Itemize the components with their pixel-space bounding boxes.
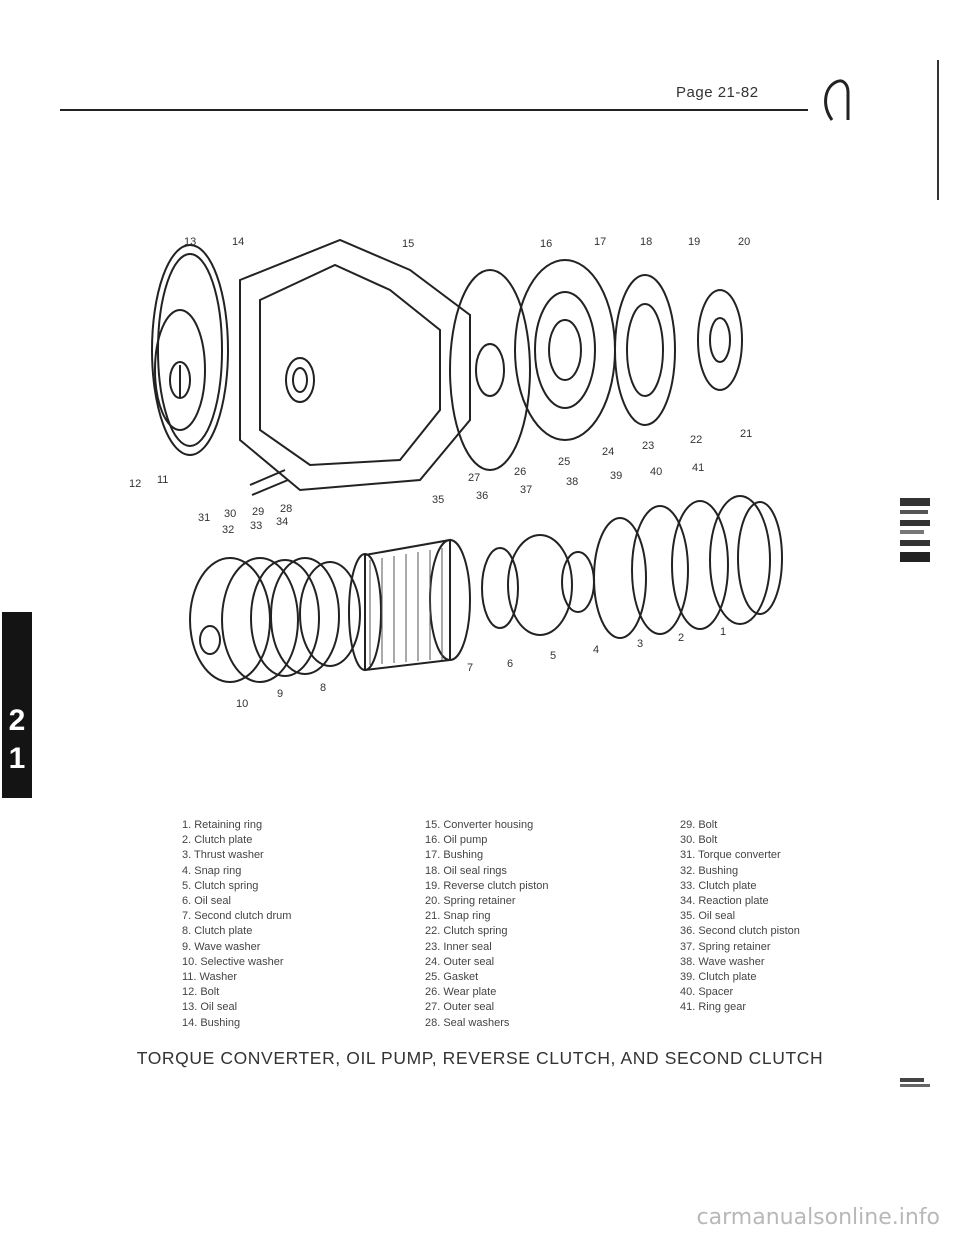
callout-label: 29 — [252, 506, 265, 518]
legend-item: 19. Reverse clutch piston — [425, 879, 549, 892]
callout-label: 38 — [566, 476, 579, 488]
legend-item: 24. Outer seal — [425, 955, 495, 968]
section-tab: 2 1 — [2, 612, 32, 798]
legend-item: 25. Gasket — [425, 971, 479, 984]
legend-item: 17. Bushing — [425, 849, 484, 862]
callout-label: 22 — [690, 434, 703, 446]
callout-label: 37 — [520, 484, 533, 496]
legend-item: 21. Snap ring — [425, 910, 491, 923]
callout-label: 3 — [637, 638, 644, 650]
callout-label: 26 — [514, 466, 527, 478]
legend-item: 3. Thrust washer — [182, 849, 264, 862]
callout-label: 12 — [129, 478, 142, 490]
legend-item: 22. Clutch spring — [425, 925, 508, 938]
legend-item: 16. Oil pump — [425, 834, 488, 847]
legend-item: 33. Clutch plate — [680, 879, 757, 892]
callout-label: 40 — [650, 466, 663, 478]
legend-item: 38. Wave washer — [680, 955, 765, 968]
legend-item: 29. Bolt — [680, 819, 718, 831]
legend-item: 40. Spacer — [680, 986, 734, 999]
legend-item: 34. Reaction plate — [680, 895, 769, 908]
callout-label: 6 — [507, 658, 514, 670]
callout-label: 9 — [277, 688, 284, 700]
legend-item: 11. Washer — [182, 971, 238, 984]
legend-item: 27. Outer seal — [425, 1001, 495, 1014]
figure-caption: TORQUE CONVERTER, OIL PUMP, REVERSE CLUT… — [136, 1048, 824, 1068]
parts-legend-col-2: 15. Converter housing 16. Oil pump 17. B… — [425, 818, 549, 1031]
callout-label: 39 — [610, 470, 623, 482]
callout-label: 13 — [184, 236, 197, 248]
callout-label: 1 — [720, 626, 727, 638]
legend-item: 12. Bolt — [182, 986, 220, 999]
callout-label: 32 — [222, 524, 235, 536]
callout-label: 36 — [476, 490, 489, 502]
legend-item: 31. Torque converter — [680, 849, 781, 862]
callout-label: 18 — [640, 236, 653, 248]
watermark: carmanualsonline.info — [696, 1205, 940, 1230]
legend-item: 32. Bushing — [680, 864, 739, 877]
exploded-view-diagram — [151, 238, 783, 683]
legend-item: 41. Ring gear — [680, 1001, 747, 1014]
callout-label: 15 — [402, 238, 415, 250]
callout-label: 27 — [468, 472, 481, 484]
callout-label: 24 — [602, 446, 615, 458]
legend-item: 8. Clutch plate — [182, 925, 253, 938]
callout-label: 4 — [593, 644, 600, 656]
legend-item: 39. Clutch plate — [680, 971, 757, 984]
section-tab-digit-2: 1 — [8, 742, 26, 775]
legend-item: 18. Oil seal rings — [425, 864, 507, 877]
parts-legend-col-3: 29. Bolt 30. Bolt 31. Torque converter 3… — [680, 818, 800, 1016]
callout-label: 35 — [432, 494, 445, 506]
callout-label: 34 — [276, 516, 289, 528]
callout-label: 31 — [198, 512, 211, 524]
legend-item: 37. Spring retainer — [680, 940, 771, 953]
legend-item: 23. Inner seal — [425, 940, 492, 953]
callout-label: 20 — [738, 236, 751, 248]
legend-item: 35. Oil seal — [680, 910, 736, 923]
callout-label: 5 — [550, 650, 557, 662]
callout-label: 30 — [224, 508, 237, 520]
legend-item: 5. Clutch spring — [182, 879, 259, 892]
legend-item: 26. Wear plate — [425, 986, 497, 999]
callout-label: 10 — [236, 698, 249, 710]
section-tab-digit-1: 2 — [8, 704, 26, 737]
legend-item: 36. Second clutch piston — [680, 925, 800, 938]
legend-item: 4. Snap ring — [182, 864, 242, 877]
callout-label: 16 — [540, 238, 553, 250]
callout-label: 7 — [467, 662, 474, 674]
callout-label: 17 — [594, 236, 607, 248]
legend-item: 13. Oil seal — [182, 1001, 238, 1014]
legend-item: 1. Retaining ring — [182, 819, 263, 831]
callout-label: 25 — [558, 456, 571, 468]
legend-item: 28. Seal washers — [425, 1016, 510, 1029]
callout-label: 33 — [250, 520, 263, 532]
legend-item: 7. Second clutch drum — [182, 910, 292, 923]
callout-label: 14 — [232, 236, 245, 248]
parts-legend-col-1: 1. Retaining ring 2. Clutch plate 3. Thr… — [182, 818, 291, 1031]
legend-item: 30. Bolt — [680, 834, 718, 847]
legend-item: 20. Spring retainer — [425, 895, 516, 908]
legend-item: 6. Oil seal — [182, 895, 231, 908]
callout-label: 41 — [692, 462, 705, 474]
header-rule — [60, 109, 808, 111]
callout-label: 2 — [678, 632, 685, 644]
page-number: Page 21-82 — [676, 84, 759, 101]
callout-label: 21 — [740, 428, 753, 440]
corner-bracket-icon — [824, 79, 850, 121]
legend-item: 14. Bushing — [182, 1016, 241, 1029]
callout-label: 23 — [642, 440, 655, 452]
callout-label: 8 — [320, 682, 327, 694]
legend-item: 9. Wave washer — [182, 940, 261, 953]
callout-label: 19 — [688, 236, 701, 248]
scan-edge-marks — [900, 60, 939, 1087]
legend-item: 10. Selective washer — [182, 955, 284, 968]
callout-label: 28 — [280, 503, 293, 515]
legend-item: 15. Converter housing — [425, 819, 534, 831]
callout-label: 11 — [157, 474, 169, 486]
legend-item: 2. Clutch plate — [182, 834, 253, 847]
